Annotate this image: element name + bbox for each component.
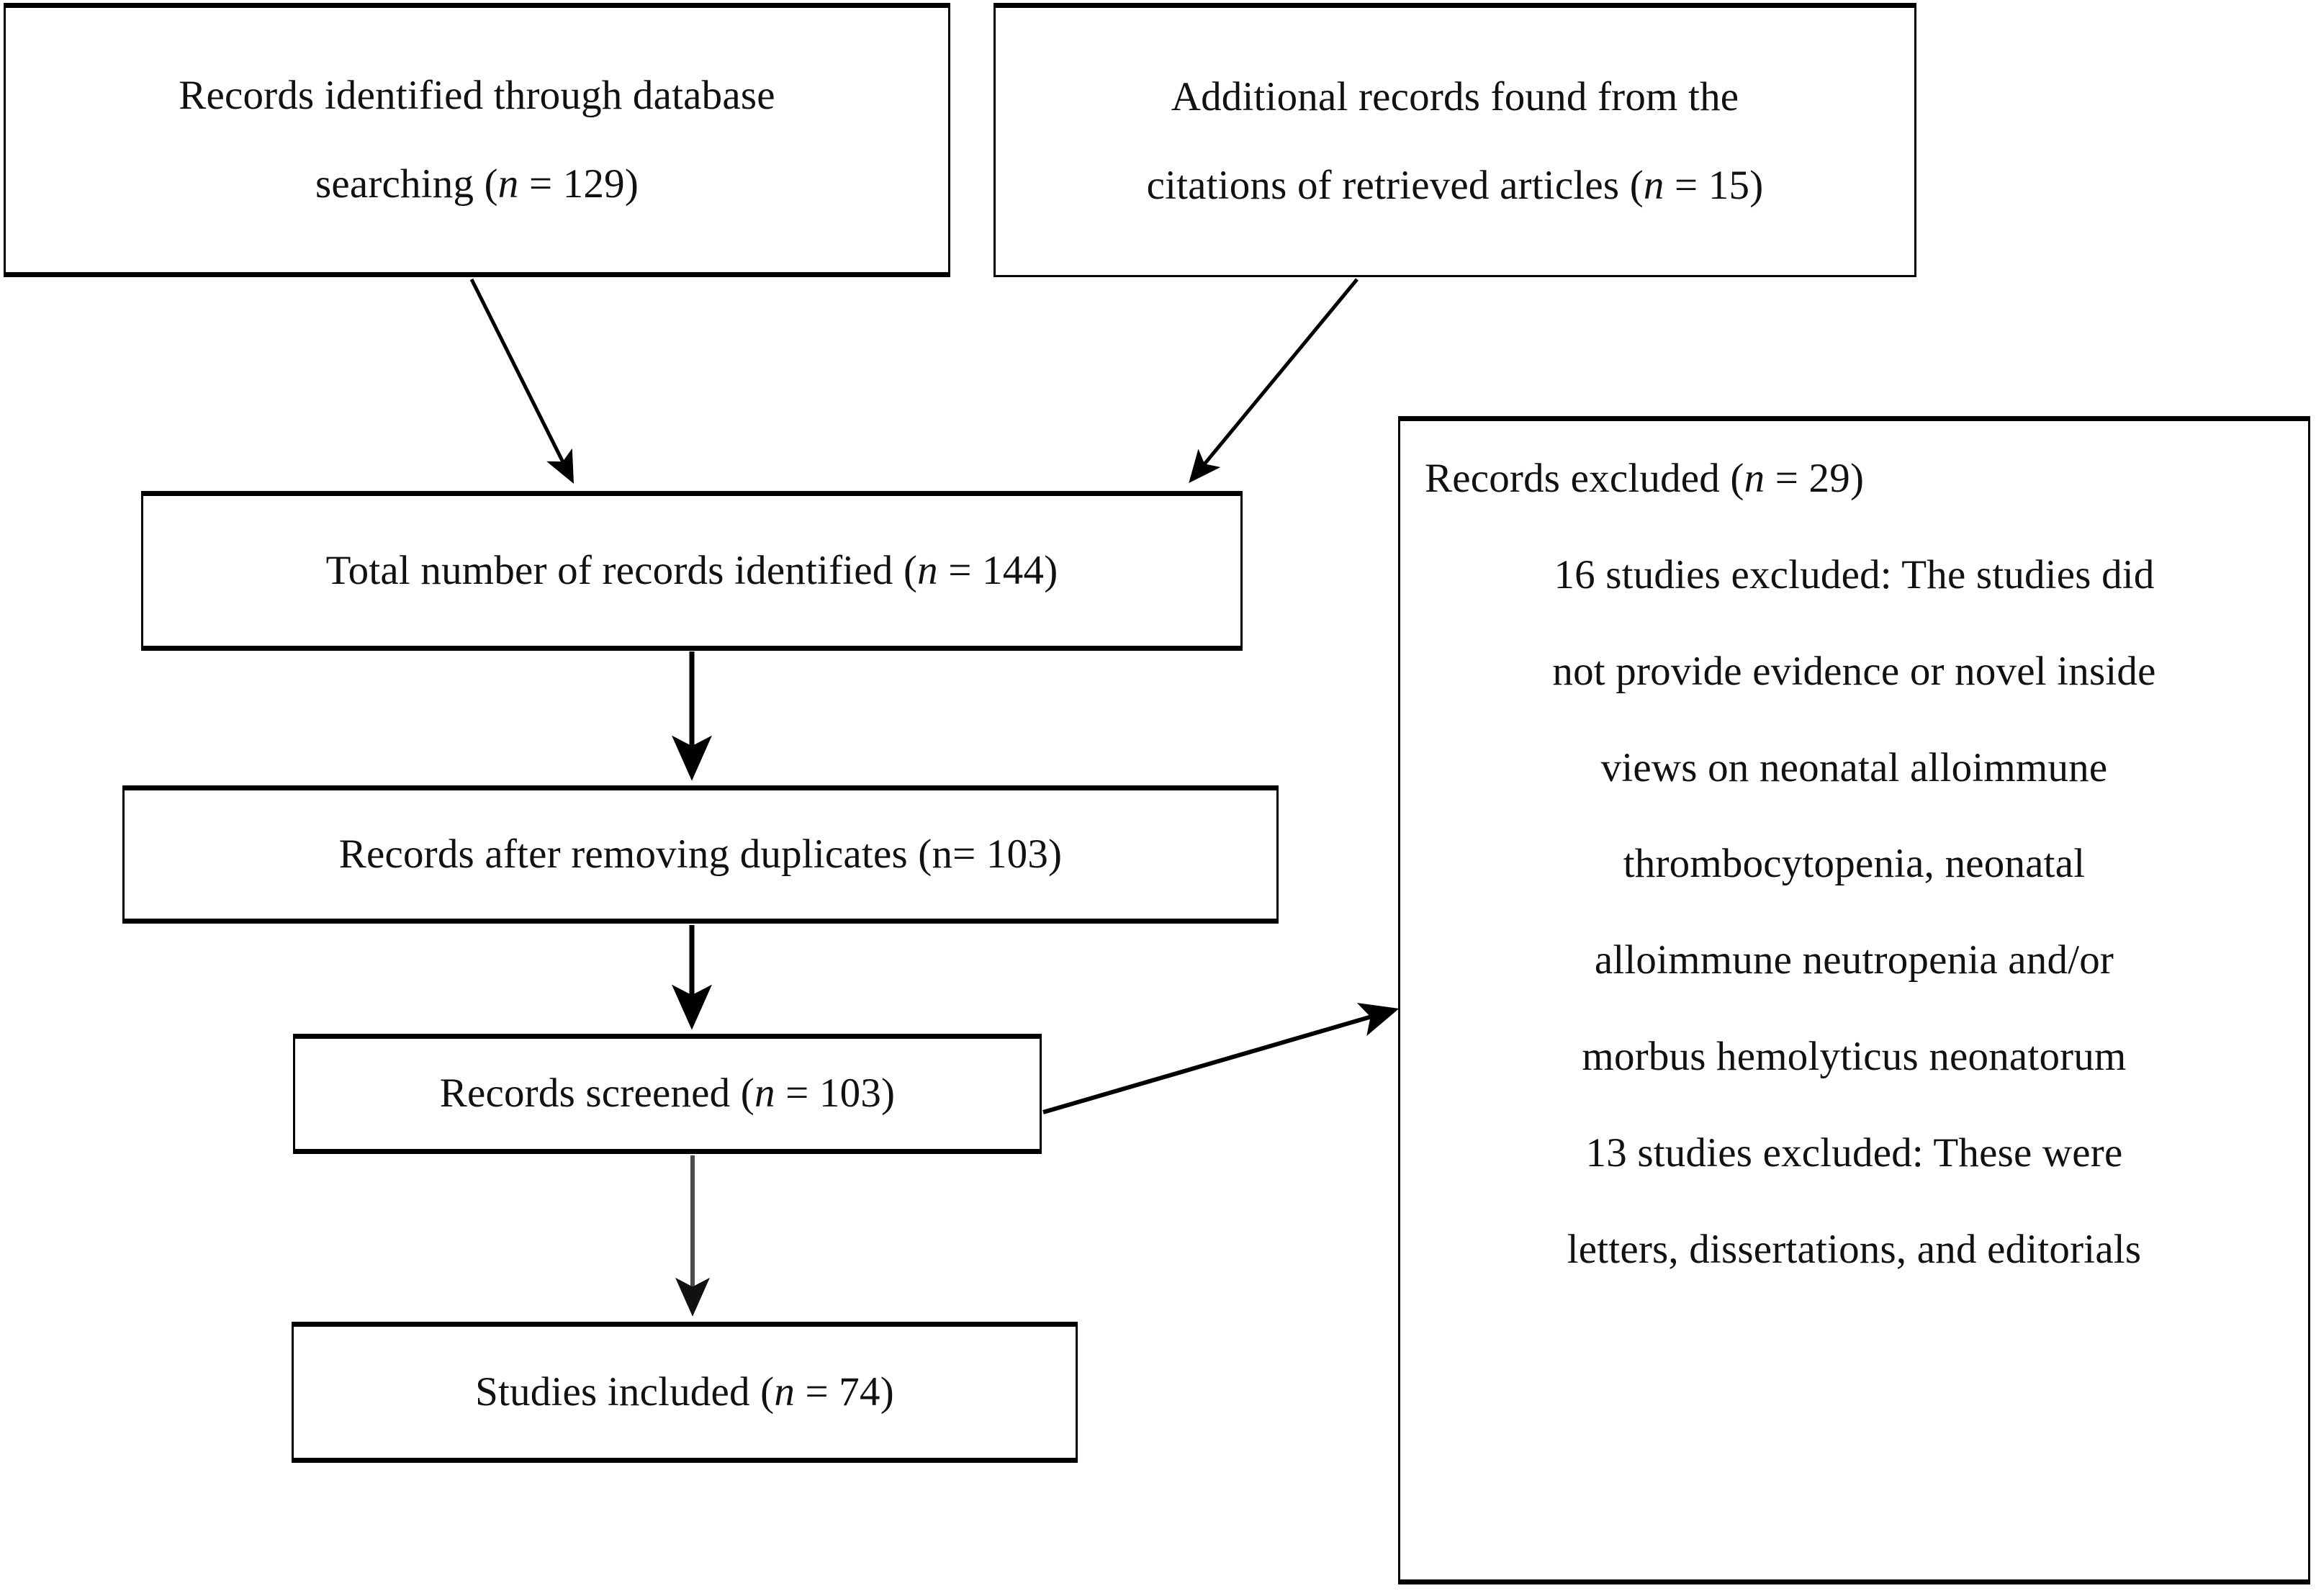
box-studies-included: Studies included (n = 74): [292, 1322, 1078, 1463]
excluded-line: Records excluded (n = 29): [1425, 456, 1865, 501]
connector-database-to-total: [469, 278, 575, 484]
box-line: Records screened (n = 103): [439, 1070, 896, 1117]
connector-citations-to-total: [1189, 278, 1358, 483]
box-line: Total number of records identified (n = …: [325, 547, 1058, 593]
box-line: Records after removing duplicates (n= 10…: [338, 831, 1063, 877]
box-records-after-duplicates: Records after removing duplicates (n= 10…: [122, 785, 1279, 924]
excluded-line: 13 studies excluded: These were: [1585, 1130, 2123, 1176]
excluded-line: not provide evidence or novel inside: [1552, 648, 2156, 694]
excluded-line: thrombocytopenia, neonatal: [1623, 841, 2086, 887]
connector-screened-to-excluded: [1042, 1003, 1400, 1114]
box-records-excluded: Records excluded (n = 29) 16 studies exc…: [1398, 416, 2310, 1584]
excluded-line: morbus hemolyticus neonatorum: [1582, 1034, 2127, 1080]
excluded-line: letters, dissertations, and editorials: [1567, 1226, 2142, 1272]
excluded-line: 16 studies excluded: The studies did: [1554, 551, 2155, 598]
box-line: searching (n = 129): [315, 161, 639, 207]
box-records-screened: Records screened (n = 103): [293, 1034, 1042, 1154]
box-total-records-identified: Total number of records identified (n = …: [141, 491, 1243, 651]
box-line: Additional records found from the: [1171, 73, 1739, 120]
box-line: citations of retrieved articles (n = 15): [1146, 162, 1764, 208]
box-line: Records identified through database: [179, 72, 775, 118]
excluded-line: views on neonatal alloimmune: [1600, 744, 2108, 790]
box-records-identified-database: Records identified through database sear…: [4, 3, 950, 277]
box-additional-records-citations: Additional records found from the citati…: [993, 3, 1916, 277]
box-line: Studies included (n = 74): [475, 1369, 894, 1415]
excluded-line: alloimmune neutropenia and/or: [1594, 937, 2114, 983]
